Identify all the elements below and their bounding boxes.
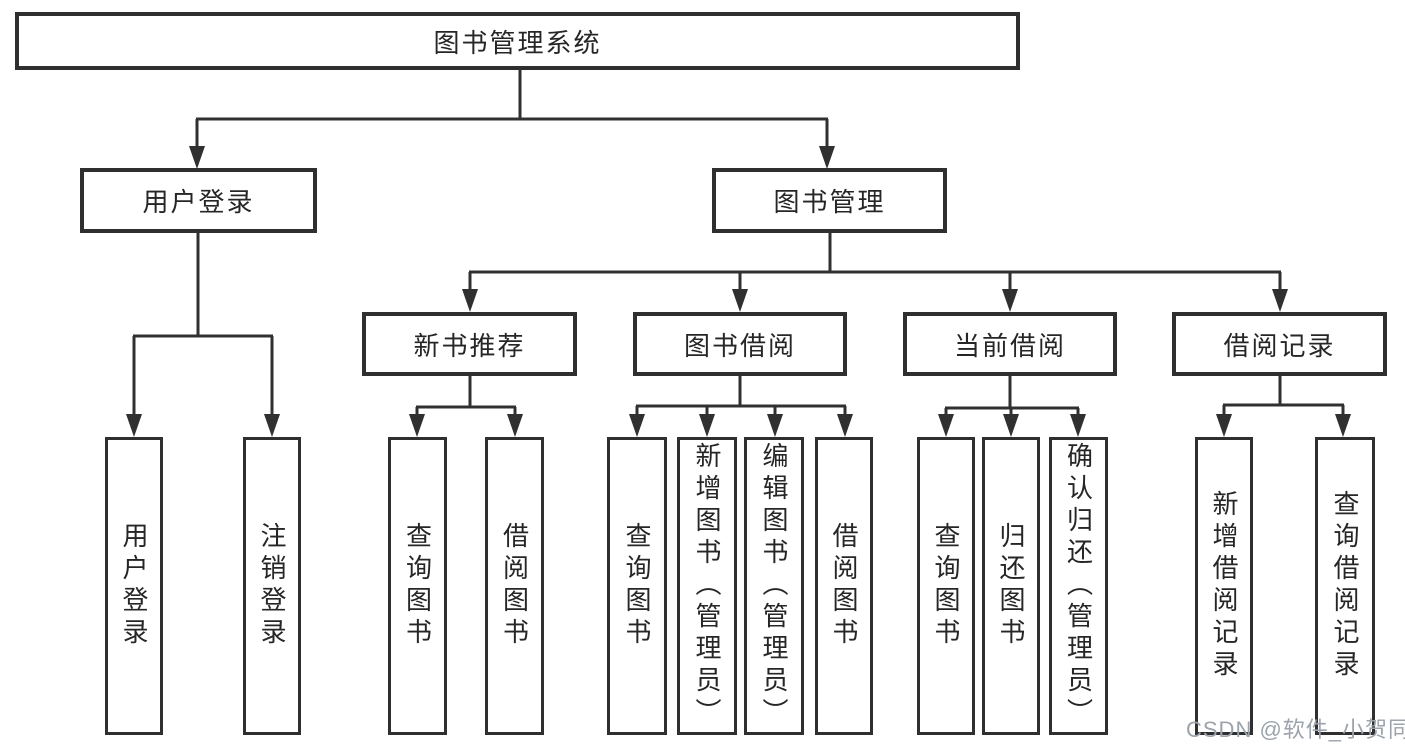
connector-borrow-to-leaves xyxy=(635,376,847,415)
leaf-label: 查询借阅记录 xyxy=(1330,490,1360,682)
node-borrow-records: 借阅记录 xyxy=(1172,312,1387,376)
leaf-query-books: 查询图书 xyxy=(388,437,447,735)
node-label: 新书推荐 xyxy=(413,330,526,361)
connector-mgmt-to-level2 xyxy=(468,232,1282,290)
node-label: 图书管理系统 xyxy=(433,27,602,58)
arrowhead xyxy=(837,414,853,437)
leaf-label: 借阅图书 xyxy=(829,522,859,650)
node-library-management-system: 图书管理系统 xyxy=(15,12,1020,70)
arrowhead xyxy=(1272,289,1288,312)
arrowhead xyxy=(189,146,205,169)
arrowhead xyxy=(732,289,748,312)
leaf-label: 查询图书 xyxy=(931,522,961,650)
leaf-label: 用户登录 xyxy=(119,522,149,650)
node-current-borrowing: 当前借阅 xyxy=(903,312,1117,376)
leaf-user-login: 用户登录 xyxy=(105,437,163,735)
leaf-confirm-return-admin: 确认归还（管理员） xyxy=(1049,437,1108,735)
arrowhead xyxy=(938,414,954,437)
arrowhead xyxy=(699,414,715,437)
leaf-label: 新增图书（管理员） xyxy=(692,442,722,730)
connector-current-to-leaves xyxy=(944,376,1080,415)
leaf-label: 注销登录 xyxy=(257,522,287,650)
arrowhead xyxy=(409,414,425,437)
leaf-edit-books-admin: 编辑图书（管理员） xyxy=(744,437,804,735)
connector-login-to-leaves xyxy=(132,233,274,414)
leaf-logout: 注销登录 xyxy=(243,437,301,735)
node-book-borrowing: 图书借阅 xyxy=(633,312,847,376)
node-user-login: 用户登录 xyxy=(80,168,317,233)
leaf-add-books-admin: 新增图书（管理员） xyxy=(677,437,737,735)
node-label: 图书管理 xyxy=(773,187,886,217)
node-book-management: 图书管理 xyxy=(712,168,947,233)
arrowhead xyxy=(126,414,142,437)
arrowhead xyxy=(1003,414,1019,437)
arrowhead xyxy=(1002,289,1018,312)
leaf-return-books: 归还图书 xyxy=(982,437,1040,735)
arrowhead xyxy=(629,414,645,437)
leaf-label: 新增借阅记录 xyxy=(1209,490,1239,682)
arrowhead xyxy=(767,414,783,437)
leaf-query-books: 查询图书 xyxy=(917,437,975,735)
arrowhead xyxy=(1070,414,1086,437)
leaf-label: 确认归还（管理员） xyxy=(1063,442,1094,730)
connector-records-to-leaves xyxy=(1222,376,1345,415)
arrowhead xyxy=(819,146,835,169)
node-label: 借阅记录 xyxy=(1223,330,1336,361)
leaf-borrow-books: 借阅图书 xyxy=(815,437,873,735)
node-label: 图书借阅 xyxy=(683,330,796,361)
leaf-query-books: 查询图书 xyxy=(607,437,667,735)
leaf-label: 查询图书 xyxy=(622,522,652,650)
node-label: 当前借阅 xyxy=(953,330,1066,361)
node-label: 用户登录 xyxy=(142,187,255,217)
leaf-label: 借阅图书 xyxy=(499,522,530,650)
leaf-label: 归还图书 xyxy=(996,522,1026,650)
leaf-label: 编辑图书（管理员） xyxy=(759,442,789,730)
leaf-label: 查询图书 xyxy=(402,522,433,650)
leaf-query-borrow-record: 查询借阅记录 xyxy=(1315,437,1375,735)
arrowhead xyxy=(1216,414,1232,437)
arrowhead xyxy=(1335,414,1351,437)
node-new-book-recommend: 新书推荐 xyxy=(362,312,577,376)
connector-newbooks-to-leaves xyxy=(415,376,517,415)
leaf-add-borrow-record: 新增借阅记录 xyxy=(1195,437,1253,735)
arrowhead xyxy=(507,414,523,437)
leaf-borrow-books: 借阅图书 xyxy=(485,437,544,735)
csdn-watermark: CSDN @软件_小贺同学 xyxy=(1186,717,1405,742)
connector-root-to-level1 xyxy=(195,67,829,150)
arrowhead xyxy=(264,414,280,437)
arrowhead xyxy=(462,289,478,312)
